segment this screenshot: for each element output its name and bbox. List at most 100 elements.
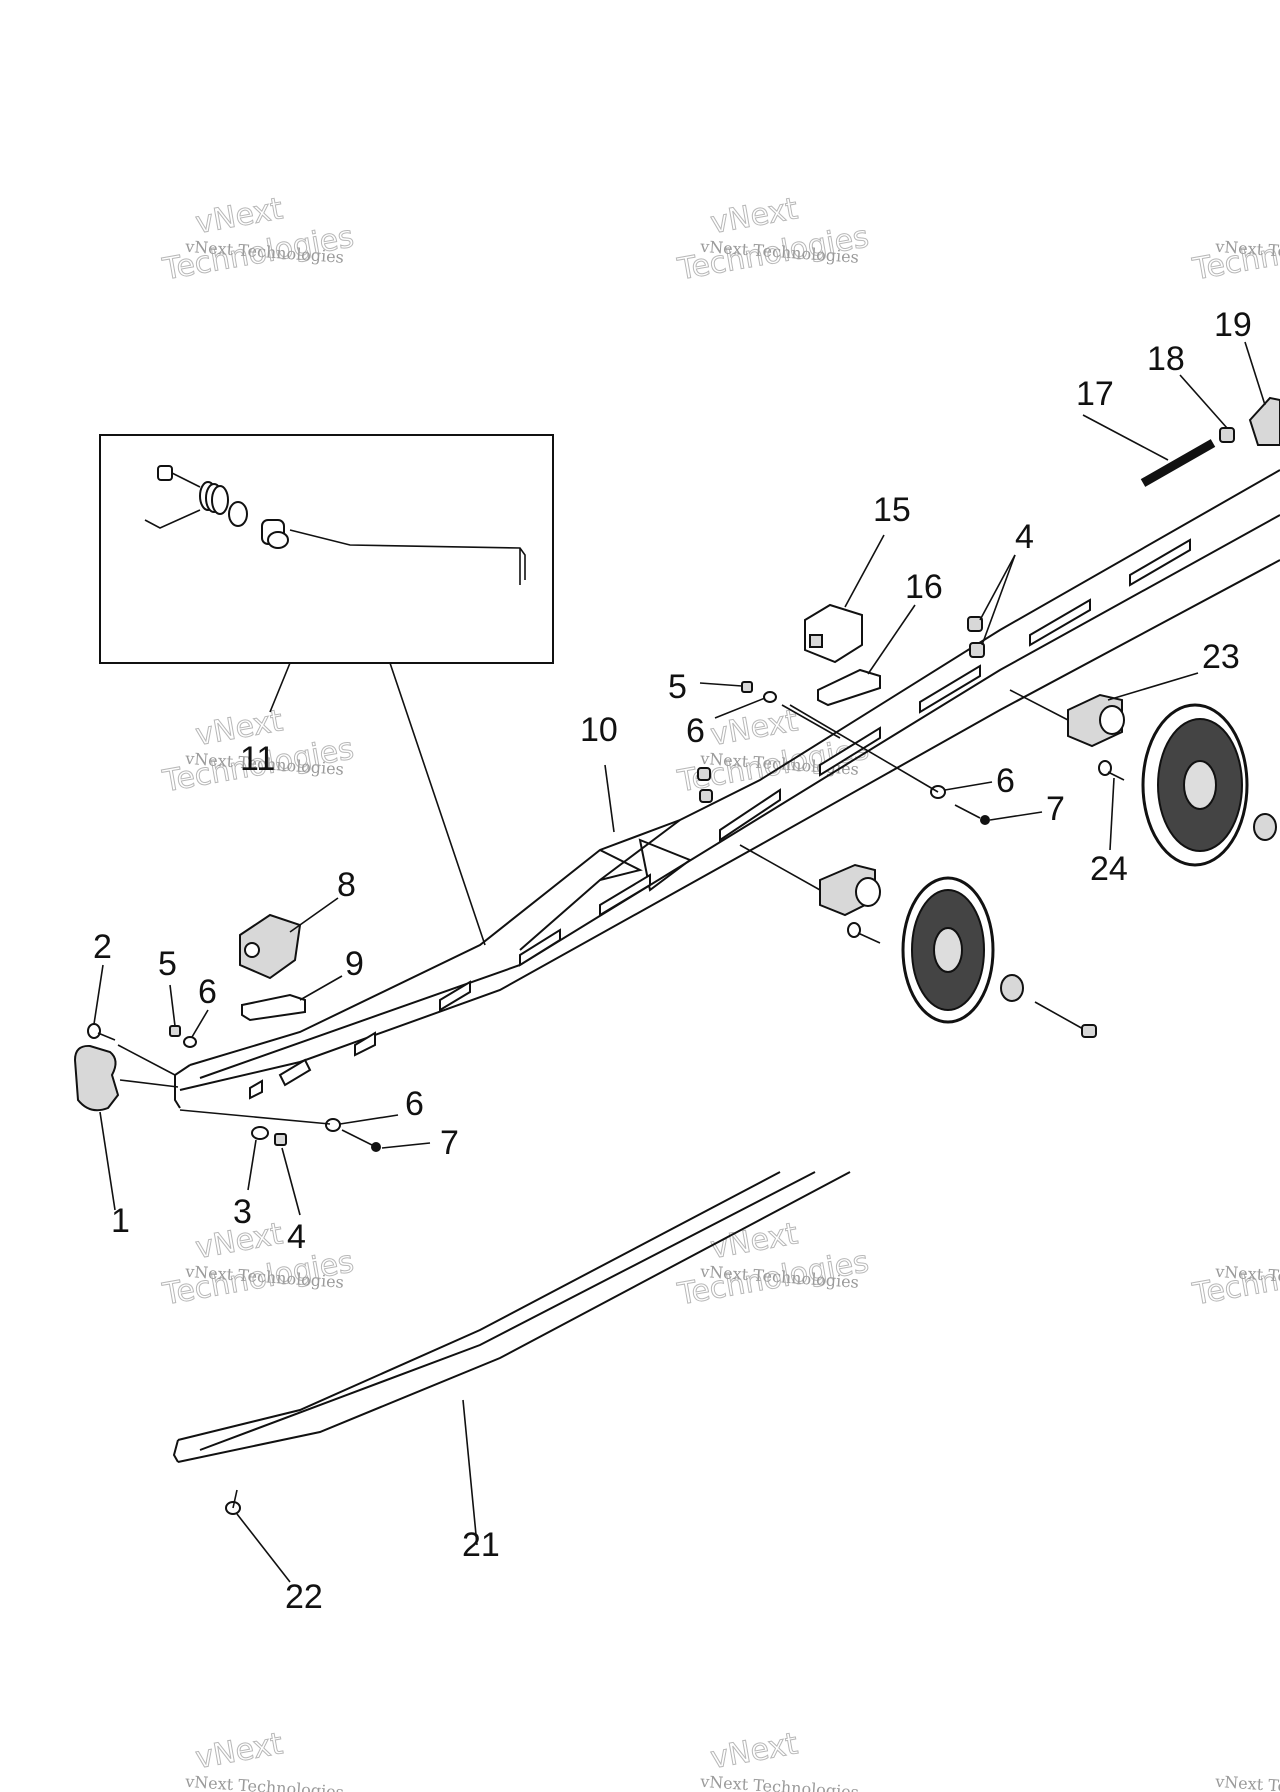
wear-strip-top [177,1171,781,1441]
nut-5-upper [741,681,753,693]
bracket-19 [1248,396,1280,446]
leader-bolt-7-front [179,1109,331,1125]
callout-4-upper: 4 [1015,518,1034,556]
callout-9: 9 [345,945,364,983]
watermark-tile: Technologies vNext vNext Technologies [674,191,872,288]
spring-washer [228,501,248,527]
leader-15 [844,534,885,608]
watermark-tile: vNext vNext Technologies [184,1726,345,1792]
rail-cutout [638,838,693,892]
callout-24: 24 [1090,850,1128,888]
leader-17 [1082,414,1169,461]
leader-6-lower [339,1114,399,1125]
detail-inset-frame [99,434,554,664]
callout-6-right: 6 [996,762,1015,800]
spring-coil [199,481,229,515]
callout-18: 18 [1147,340,1185,378]
washer-3 [251,1126,269,1140]
callout-21: 21 [462,1526,500,1564]
leader-23 [1107,672,1199,701]
rail-mid-edge [199,514,1280,1079]
leader-19 [1244,341,1266,406]
callout-6-front: 6 [198,973,217,1011]
block-16 [817,668,881,707]
watermark-tile: Technologies vNext Technologies [1189,1244,1280,1313]
callout-7-upper: 7 [1046,790,1065,828]
wear-block-8 [239,913,302,980]
callout-7-front: 7 [440,1124,459,1162]
leader-9 [299,975,343,1001]
wheel-left [901,876,995,1024]
axle-bolt-left [1034,1001,1097,1038]
callout-22: 22 [285,1578,323,1616]
watermark-text: vNext Technologies [1214,1772,1280,1792]
rail-front-tip [174,1064,191,1109]
callout-11: 11 [240,740,275,778]
wheel-right [1141,703,1249,867]
leader-washer-6-upper [781,704,841,739]
leader-bolt-7-upper [789,704,939,793]
wear-strip-bottom [177,1171,851,1463]
threaded-rod-17 [1140,439,1216,487]
block-9 [241,993,306,1022]
washer-6-upper [763,691,777,703]
callout-8: 8 [337,866,356,904]
spring-rod [289,529,526,585]
callout-5-upper: 5 [668,668,687,706]
callout-2: 2 [93,928,112,966]
nuts-pair-4 [967,616,985,658]
leader-lines [93,341,1266,1583]
watermark-tile: vNext vNext Technologies [699,1726,860,1792]
wear-strip-tip [172,1439,179,1463]
washer-6-lower [325,1118,341,1132]
callout-3: 3 [233,1193,252,1231]
callout-6-upper: 6 [686,712,705,750]
nut-5-front [169,1025,181,1037]
block-15 [804,603,863,664]
leader-tip-cap [119,1079,179,1088]
leader-bushing-right [1009,689,1069,721]
nuts-pair-left [697,767,713,803]
leader-8 [289,897,339,933]
rail-top-edge [189,469,1280,1066]
bolt-lower-wheel-left [847,922,881,944]
callout-5-front: 5 [158,945,177,983]
leader-24 [1109,777,1115,851]
washer-6-front [183,1036,197,1048]
washer-wheel-right [1253,813,1277,841]
leader-18 [1179,374,1228,429]
callout-23: 23 [1202,638,1240,676]
watermark-tile: Technologies vNext Technologies [1189,219,1280,288]
leader-21 [462,1399,478,1546]
leader-3 [247,1139,257,1191]
callout-16: 16 [905,568,943,606]
callout-4-front: 4 [287,1218,306,1256]
rail-brace [599,819,681,881]
callout-10: 10 [580,711,618,749]
watermark-tile: vNext Technologies [1214,1772,1280,1792]
watermark-text: vNext Technologies [184,1772,345,1792]
leader-1 [99,1111,116,1211]
leader-tip-cap-upper [117,1044,176,1076]
bolt-24 [1098,760,1125,781]
spring-bolt [157,465,201,488]
spring-bushing [261,519,289,549]
leader-inset [389,662,486,946]
callout-19: 19 [1214,306,1252,344]
callout-6-lower: 6 [405,1085,424,1123]
slide-rail [174,469,1280,1109]
wear-strip-21 [172,1171,851,1463]
leader-2 [93,964,104,1025]
callout-1: 1 [111,1202,130,1240]
leader-16 [867,604,916,675]
leader-5-upper [699,682,743,687]
leader-6-front [191,1009,209,1038]
rail-holes [249,538,1191,1100]
leader-11 [269,662,291,713]
bolt-2 [87,1023,116,1041]
leader-6-right [944,781,993,791]
leader-7-upper [989,811,1043,821]
leader-4-front [281,1147,301,1216]
bushing-right [1067,693,1125,748]
nut-4-front [274,1133,287,1146]
